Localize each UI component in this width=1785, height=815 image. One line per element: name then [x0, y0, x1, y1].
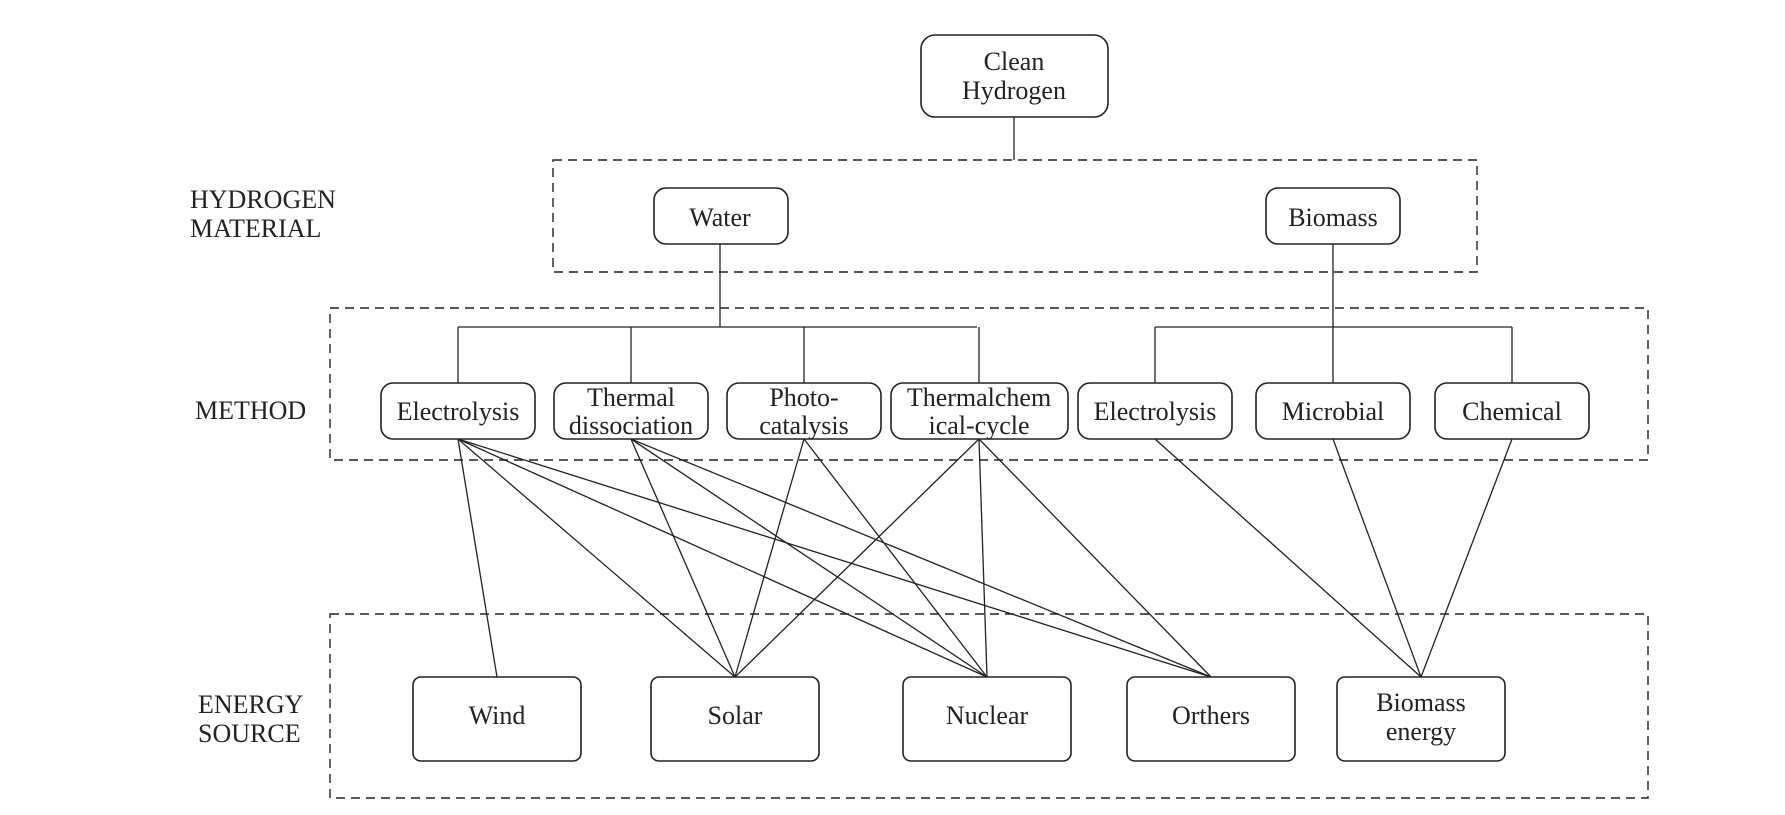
svg-text:METHOD: METHOD — [195, 396, 306, 425]
link-thermal-dissociation-to-others — [630, 438, 1212, 678]
link-electrolysis-water-to-nuclear — [457, 438, 988, 678]
link-electrolysis-water-to-others — [457, 438, 1212, 678]
node-method-photo-catalysis: Photo-catalysis — [726, 382, 882, 440]
energy-connection-lines — [457, 438, 1513, 678]
svg-text:Wind: Wind — [469, 701, 526, 730]
link-microbial-to-biomass-energy — [1332, 438, 1422, 678]
material-group — [552, 159, 1478, 273]
layer-label-method: METHOD — [195, 396, 306, 425]
svg-text:Water: Water — [689, 203, 751, 232]
svg-text:Biomass: Biomass — [1288, 203, 1378, 232]
method-drop-lines — [457, 327, 1513, 383]
svg-text:Photo-catalysis: Photo-catalysis — [759, 383, 849, 440]
link-thermalchemical-cycle-to-others — [978, 438, 1212, 678]
link-thermal-dissociation-to-solar — [630, 438, 736, 678]
node-method-chemical: Chemical — [1434, 382, 1590, 440]
svg-text:Solar: Solar — [708, 701, 763, 730]
svg-text:Chemical: Chemical — [1462, 397, 1562, 426]
link-chemical-to-biomass-energy — [1420, 438, 1513, 678]
svg-text:Electrolysis: Electrolysis — [1094, 397, 1217, 426]
node-energy-others: Orthers — [1126, 676, 1296, 762]
link-photo-catalysis-to-solar — [734, 438, 805, 678]
svg-text:Nuclear: Nuclear — [946, 701, 1029, 730]
link-thermalchemical-cycle-to-solar — [734, 438, 980, 678]
node-biomass: Biomass — [1265, 187, 1401, 245]
energy-source-group — [329, 613, 1649, 799]
link-thermal-dissociation-to-nuclear — [630, 438, 988, 678]
node-energy-wind: Wind — [412, 676, 582, 762]
node-method-electrolysis-biomass: Electrolysis — [1077, 382, 1233, 440]
node-energy-solar: Solar — [650, 676, 820, 762]
node-method-microbial: Microbial — [1255, 382, 1411, 440]
link-electrolysis-water-to-wind — [457, 438, 498, 678]
svg-text:Electrolysis: Electrolysis — [397, 397, 520, 426]
node-energy-nuclear: Nuclear — [902, 676, 1072, 762]
svg-text:Orthers: Orthers — [1172, 701, 1250, 730]
link-electrolysis-water-to-solar — [457, 438, 736, 678]
link-electrolysis-biomass-to-biomass-energy — [1154, 438, 1422, 678]
node-water: Water — [653, 187, 789, 245]
link-thermalchemical-cycle-to-nuclear — [978, 438, 988, 678]
svg-text:Microbial: Microbial — [1282, 397, 1385, 426]
node-method-electrolysis-water: Electrolysis — [380, 382, 536, 440]
tree-connectors — [458, 117, 1512, 383]
link-photo-catalysis-to-nuclear — [803, 438, 988, 678]
